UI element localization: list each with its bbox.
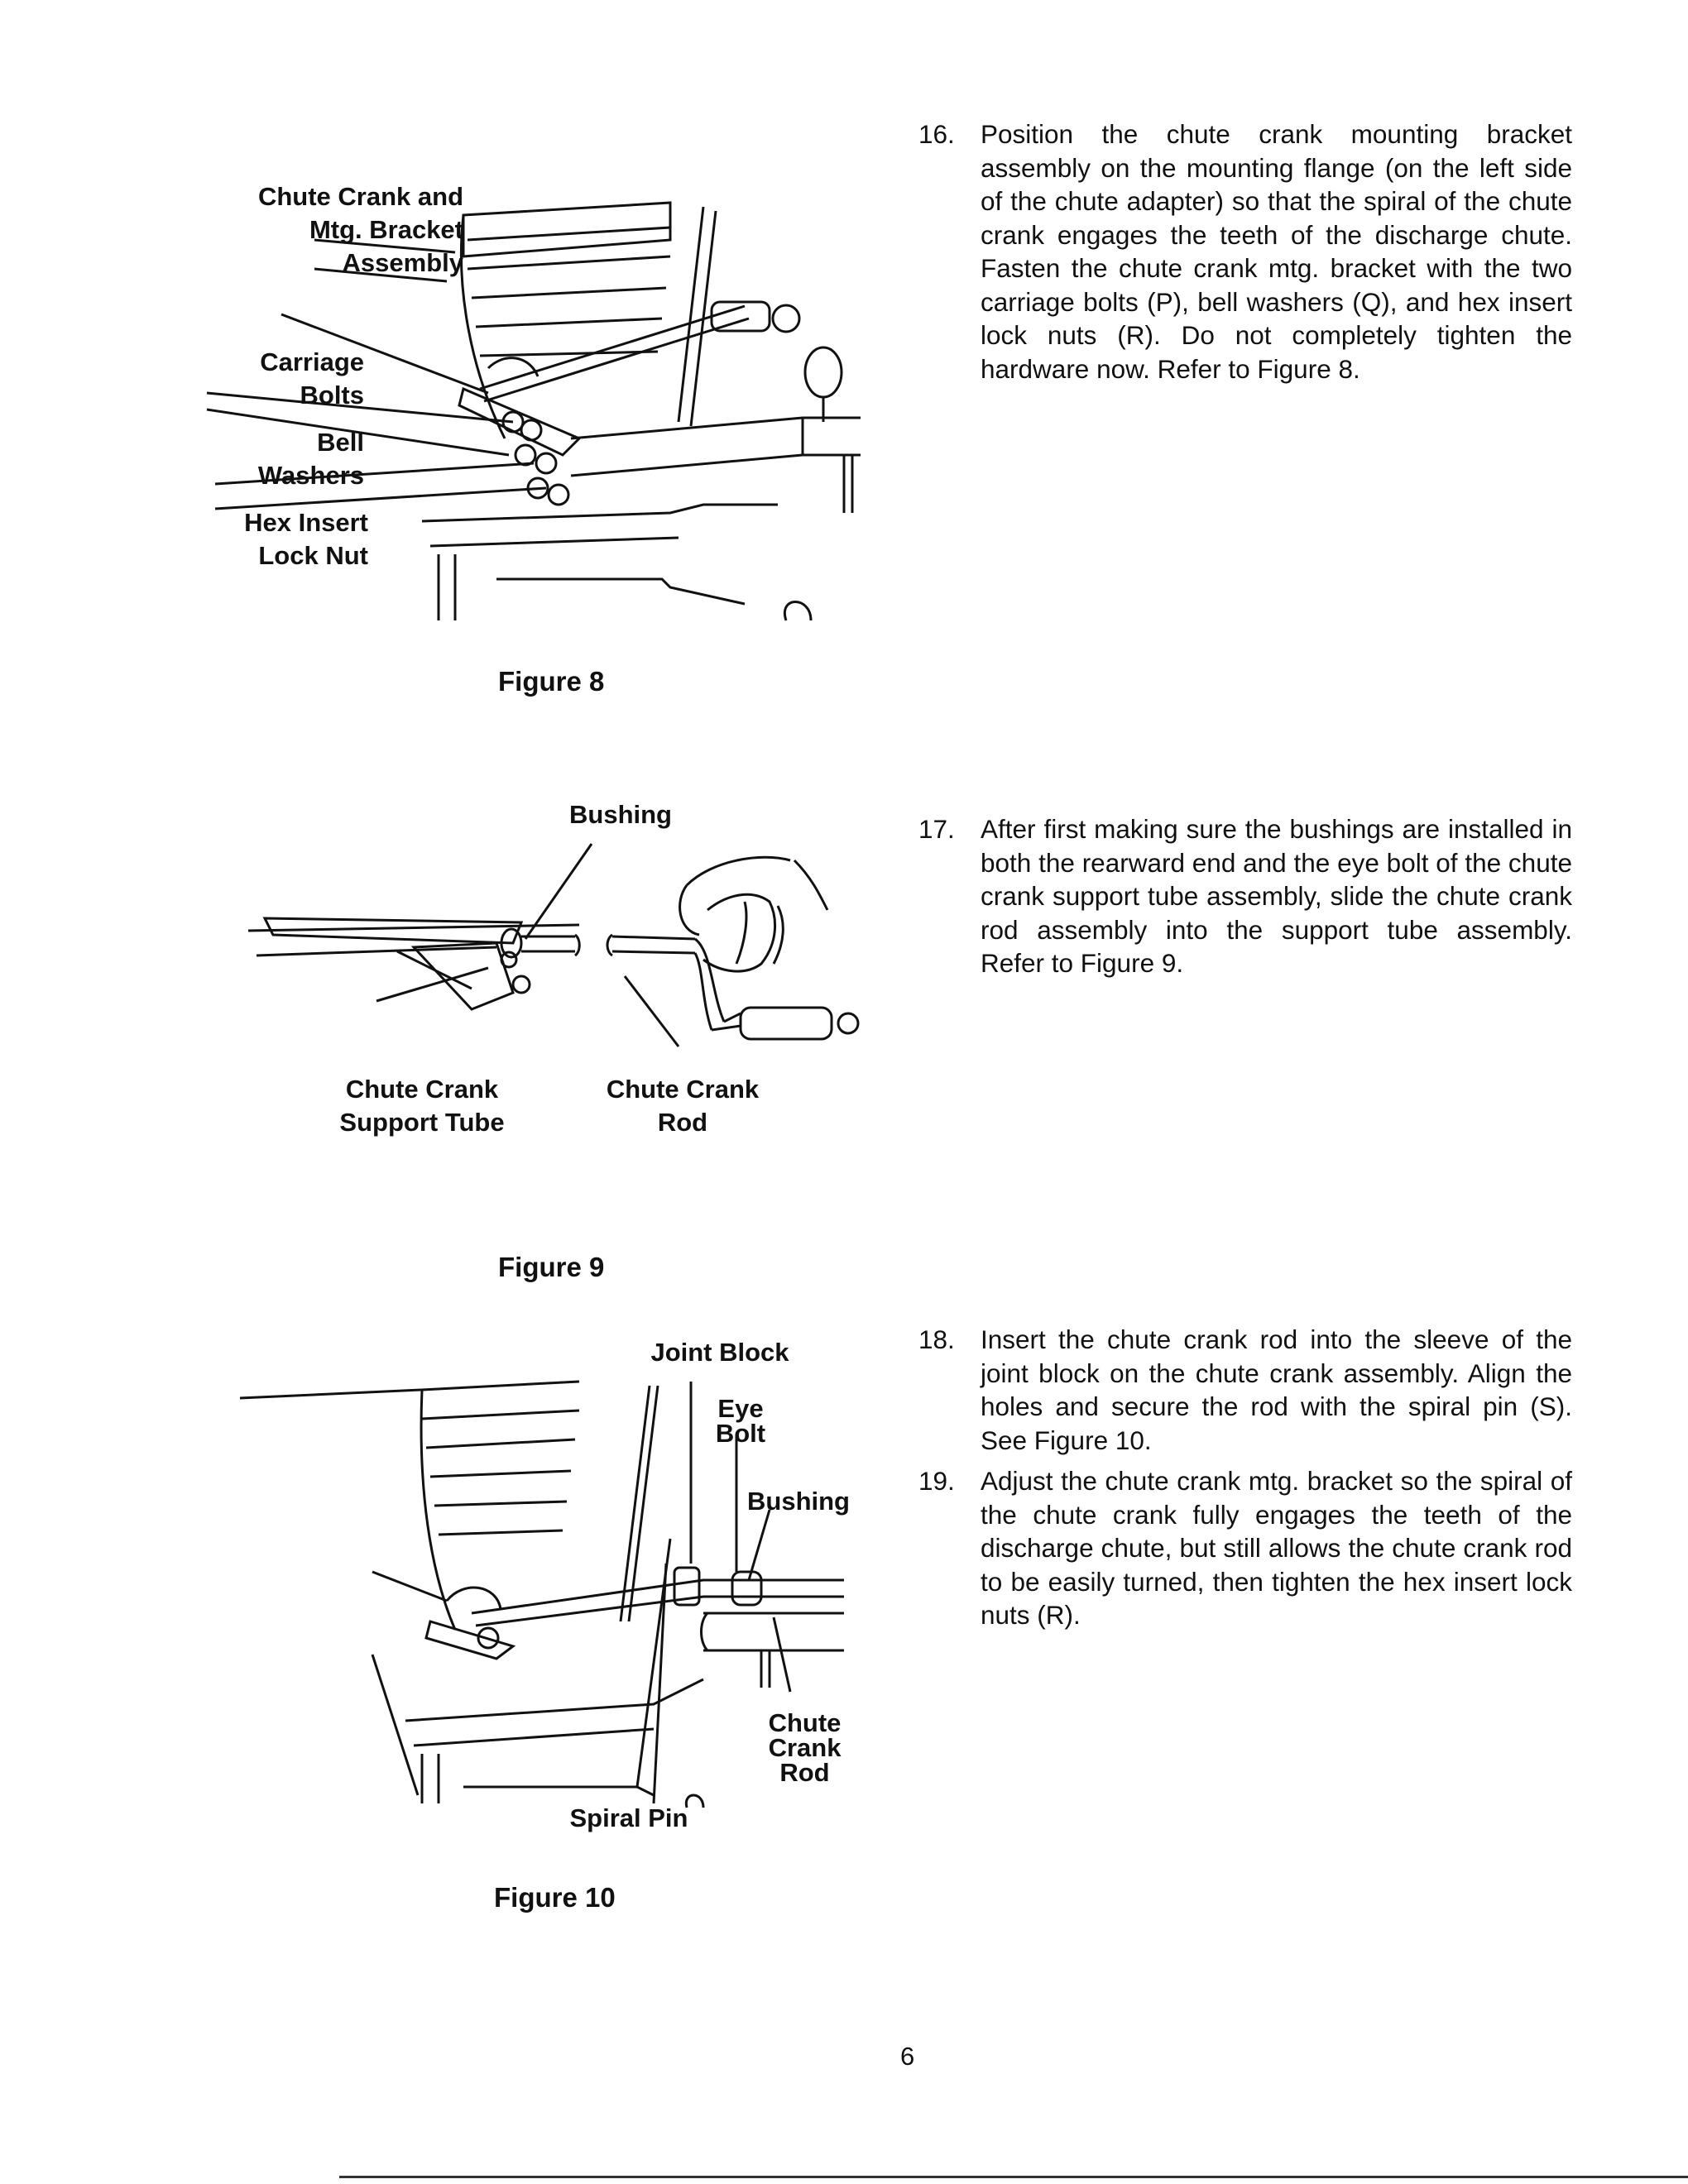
fig10-label-bushing: Bushing: [747, 1487, 850, 1516]
page-number: 6: [900, 2042, 915, 2071]
step-text: Insert the chute crank rod into the slee…: [981, 1324, 1572, 1455]
step-number: 16.: [918, 119, 955, 149]
step-18: 18. Insert the chute crank rod into the …: [918, 1323, 1572, 1457]
fig8-label-hex-insert-lock-nut: Hex Insert Lock Nut: [244, 508, 368, 570]
figure-8-illustration: [206, 201, 861, 621]
step-number: 19.: [918, 1466, 955, 1496]
fig8-label-carriage-bolts: Carriage Bolts: [260, 347, 364, 410]
fig9-label-crank-rod: Chute Crank Rod: [606, 1075, 760, 1137]
fig10-label-spiral-pin: Spiral Pin: [569, 1803, 688, 1832]
step-19: 19. Adjust the chute crank mtg. bracket …: [918, 1464, 1572, 1632]
fig9-label-bushing: Bushing: [569, 800, 672, 829]
figure-8-caption: Figure 8: [498, 666, 605, 697]
step-text: Adjust the chute crank mtg. bracket so t…: [981, 1466, 1572, 1630]
fig10-label-eye-bolt: Eye Bolt: [715, 1394, 766, 1448]
figure-9-illustration: [247, 843, 860, 1047]
step-16: 16. Position the chute crank mounting br…: [918, 117, 1572, 386]
figure-9-caption: Figure 9: [498, 1252, 605, 1282]
figure-10-illustration: [239, 1380, 844, 1808]
step-number: 18.: [918, 1324, 955, 1354]
fig9-label-support-tube: Chute Crank Support Tube: [339, 1075, 505, 1137]
figure-10-caption: Figure 10: [494, 1882, 616, 1913]
step-17: 17. After first making sure the bushings…: [918, 812, 1572, 980]
fig8-label-chute-crank-bracket: Chute Crank and Mtg. Bracket Assembly: [257, 182, 463, 277]
step-text: After first making sure the bushings are…: [981, 814, 1572, 978]
fig8-label-bell-washers: Bell Washers: [257, 428, 364, 490]
bottom-rule: [339, 2176, 1688, 2178]
step-number: 17.: [918, 814, 955, 844]
fig10-label-crank-rod: Chute Crank Rod: [768, 1708, 842, 1787]
fig10-label-joint-block: Joint Block: [650, 1338, 789, 1367]
step-text: Position the chute crank mounting bracke…: [981, 119, 1572, 384]
